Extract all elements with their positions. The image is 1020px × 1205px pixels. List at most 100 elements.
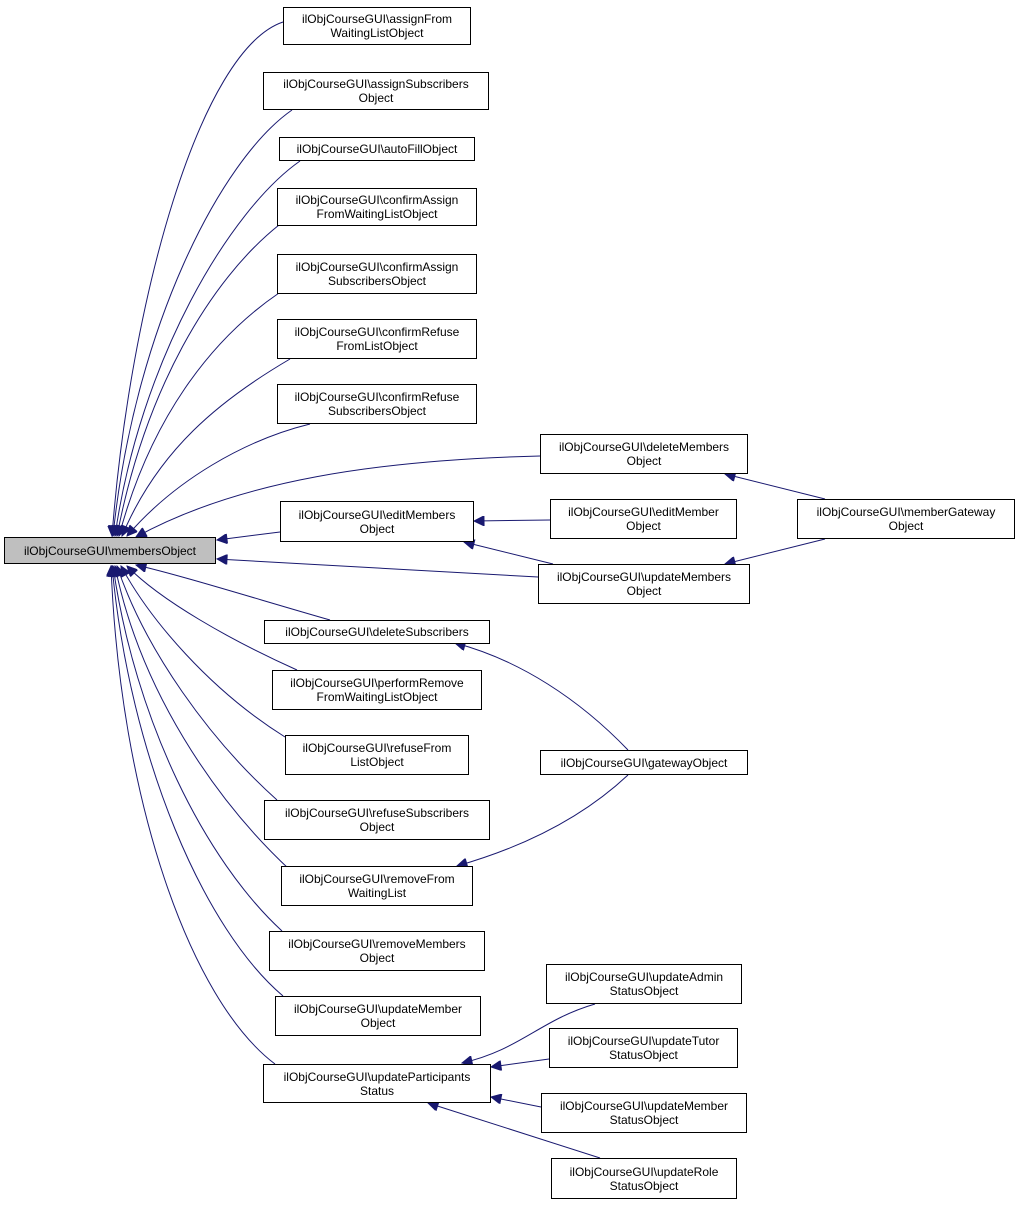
edge-gateway-to-deleteSubscribers [455, 643, 629, 751]
node-label-line: ilObjCourseGUI\refuseFrom [302, 741, 452, 755]
node-label-line: Status [359, 1083, 395, 1098]
node-autoFill[interactable]: ilObjCourseGUI\autoFillObject [279, 137, 475, 161]
node-label-line: ilObjCourseGUI\removeMembers [288, 937, 466, 951]
node-label-line: Object [359, 820, 395, 834]
node-label-line: ilObjCourseGUI\updateAdmin [564, 970, 724, 984]
edge-removeMembers-to-root [113, 566, 283, 932]
edge-assignFromWaitingList-to-root [112, 21, 284, 536]
edge-removeFromWaitingList-to-root [115, 566, 291, 871]
node-label-line: ilObjCourseGUI\confirmAssign [295, 260, 459, 274]
node-label-line: ilObjCourseGUI\removeFrom [299, 872, 455, 886]
node-label-line: ilObjCourseGUI\updateParticipants [283, 1069, 471, 1084]
edge-updateRoleStatus-to-updateParticipantsStatus [428, 1103, 601, 1159]
node-label-line: ilObjCourseGUI\gatewayObject [560, 755, 728, 770]
node-label-line: ilObjCourseGUI\deleteMembers [558, 440, 730, 454]
node-label-line: ilObjCourseGUI\confirmAssign [295, 193, 459, 207]
edge-refuseFromList-to-root [121, 566, 286, 738]
edge-confirmAssignSubscribers-to-root [119, 292, 280, 536]
node-deleteSubscribers[interactable]: ilObjCourseGUI\deleteSubscribers [264, 620, 490, 644]
node-label-line: ilObjCourseGUI\confirmRefuse [294, 390, 460, 404]
node-label-line: StatusObject [609, 1113, 679, 1127]
edge-editMember-to-editMembers [474, 520, 551, 521]
node-label-line: Object [358, 91, 394, 105]
node-label-line: ilObjCourseGUI\updateMember [293, 1002, 463, 1016]
edge-updateMembers-to-root [217, 559, 539, 578]
node-label-line: Object [626, 584, 662, 598]
edge-updateMemberStatus-to-updateParticipantsStatus [491, 1097, 542, 1108]
node-label-line: Object [626, 454, 662, 468]
node-label-line: ilObjCourseGUI\updateTutor [567, 1034, 720, 1048]
node-label-line: ilObjCourseGUI\assignSubscribers [283, 77, 469, 91]
node-label-line: FromWaitingListObject [316, 690, 438, 704]
node-label-line: ilObjCourseGUI\performRemove [290, 676, 464, 690]
node-label-line: Object [359, 951, 395, 965]
node-label-line: StatusObject [609, 1048, 678, 1062]
node-label-line: ilObjCourseGUI\membersObject [23, 543, 197, 558]
node-gateway[interactable]: ilObjCourseGUI\gatewayObject [540, 750, 748, 775]
edge-updateMembers-to-editMembers [464, 542, 554, 565]
node-label-line: ilObjCourseGUI\deleteSubscribers [285, 625, 469, 639]
node-label-line: StatusObject [609, 1178, 679, 1193]
edge-gateway-to-removeFromWaitingList [457, 774, 629, 866]
edge-autoFill-to-root [115, 160, 301, 536]
node-label-line: Object [888, 519, 924, 533]
node-label-line: Object [626, 519, 661, 533]
edge-updateParticipantsStatus-to-root [111, 566, 276, 1065]
node-label-line: StatusObject [609, 984, 679, 998]
edge-deleteSubscribers-to-root [136, 565, 331, 621]
node-label-line: SubscribersObject [327, 274, 427, 288]
edge-updateTutorStatus-to-updateParticipantsStatus [491, 1058, 550, 1067]
edge-confirmRefuseSubscribers-to-root [127, 423, 311, 536]
node-label-line: ilObjCourseGUI\autoFillObject [296, 142, 458, 156]
node-label-line: ilObjCourseGUI\confirmRefuse [294, 325, 460, 339]
node-label-line: ilObjCourseGUI\editMember [568, 505, 719, 519]
node-label-line: ilObjCourseGUI\updateRole [569, 1164, 719, 1179]
edge-assignSubscribers-to-root [113, 109, 293, 536]
edge-refuseSubscribers-to-root [117, 566, 278, 801]
node-label-line: FromWaitingListObject [316, 207, 438, 221]
node-label-line: WaitingListObject [330, 26, 424, 40]
edge-deleteMembers-to-root [136, 455, 541, 537]
node-label-line: ilObjCourseGUI\updateMember [559, 1099, 729, 1113]
node-label-line: SubscribersObject [327, 404, 427, 418]
edge-updateAdminStatus-to-updateParticipantsStatus [462, 1003, 596, 1063]
node-label-line: ilObjCourseGUI\assignFrom [301, 12, 453, 26]
edge-memberGateway-to-deleteMembers [725, 474, 826, 500]
node-label-line: ilObjCourseGUI\updateMembers [556, 570, 732, 584]
node-root[interactable]: ilObjCourseGUI\membersObject [4, 537, 216, 564]
edge-confirmRefuseFromList-to-root [122, 358, 291, 536]
node-label-line: ilObjCourseGUI\editMembers [298, 507, 456, 522]
node-label-line: WaitingList [347, 886, 407, 900]
edge-memberGateway-to-updateMembers [725, 538, 826, 564]
node-label-line: ilObjCourseGUI\memberGateway [816, 505, 996, 519]
node-label-line: FromListObject [336, 339, 418, 353]
node-label-line: Object [360, 1016, 396, 1030]
node-label-line: Object [359, 521, 395, 536]
node-label-line: ilObjCourseGUI\refuseSubscribers [284, 806, 470, 820]
edge-confirmAssignFromWaiting-to-root [117, 224, 280, 536]
